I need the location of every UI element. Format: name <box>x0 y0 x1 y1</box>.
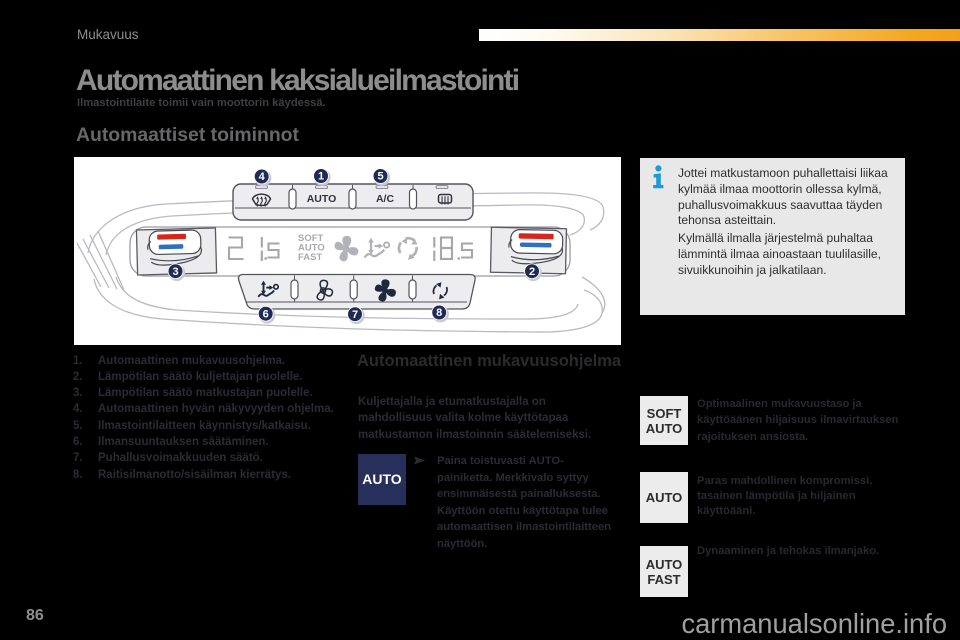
svg-text:SOFT: SOFT <box>298 233 324 244</box>
svg-text:6: 6 <box>263 308 269 320</box>
svg-text:5: 5 <box>377 171 383 183</box>
svg-text:7: 7 <box>352 309 358 321</box>
svg-text:FAST: FAST <box>298 252 322 263</box>
svg-text:AUTO: AUTO <box>307 193 337 205</box>
svg-text:3: 3 <box>172 266 178 278</box>
svg-text:4: 4 <box>259 171 266 183</box>
svg-text:A/C: A/C <box>376 193 395 205</box>
svg-text:AUTO: AUTO <box>298 243 325 254</box>
svg-text:2: 2 <box>529 266 535 278</box>
svg-text:1: 1 <box>318 171 324 183</box>
svg-text:8: 8 <box>436 307 442 319</box>
